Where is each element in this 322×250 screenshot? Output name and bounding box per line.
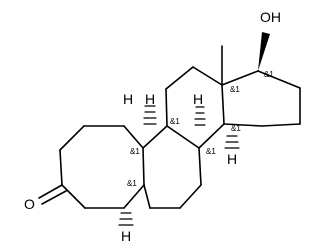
stereo-c8: &1: [206, 147, 216, 156]
h-hash-c14: [224, 135, 240, 149]
stereo-c10: &1: [130, 147, 140, 156]
h-hash-c5: [143, 105, 157, 125]
stereo-c14: &1: [231, 124, 241, 133]
oh-wedge-bond: [258, 32, 270, 71]
ring-d-bonds: [221, 70, 301, 127]
h-label-c5: H: [121, 228, 131, 244]
h-hash-c5-lower: [118, 212, 134, 226]
stereo-c13: &1: [230, 85, 240, 94]
h-label-c10: H: [123, 91, 133, 107]
carbonyl-bond: [38, 184, 67, 205]
stereo-c5: &1: [127, 179, 137, 188]
hydroxyl-label: OH: [260, 9, 281, 25]
h-hash-c9: [194, 106, 206, 126]
ring-b-bonds: [142, 125, 202, 209]
ring-c-bonds: [165, 66, 225, 149]
carbonyl-oxygen-label: O: [24, 196, 35, 212]
h-label-c14: H: [227, 151, 237, 167]
stereo-c17: &1: [264, 70, 274, 79]
h-label-c8: H: [145, 91, 155, 107]
h-label-c9: H: [193, 91, 203, 107]
ring-a-bonds: [59, 125, 145, 209]
stereo-c9: &1: [170, 117, 180, 126]
